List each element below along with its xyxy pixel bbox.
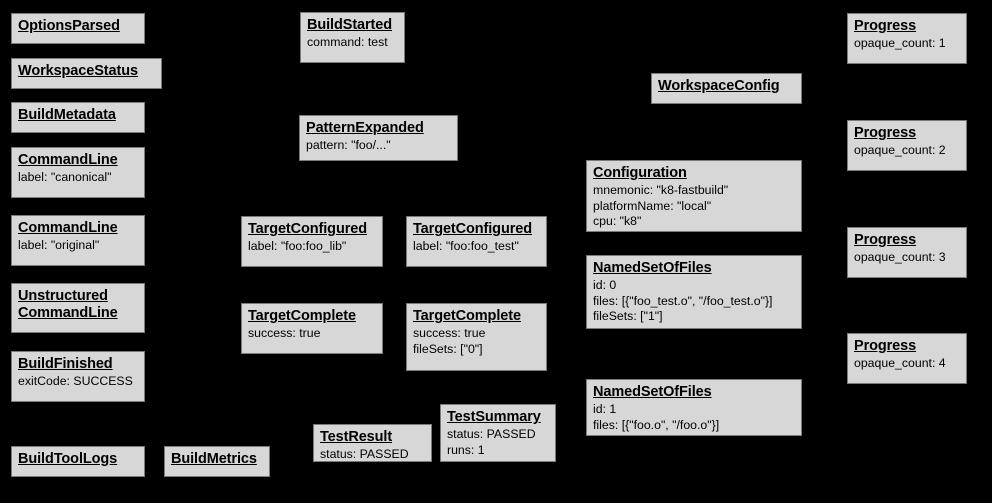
event-node-test-result[interactable]: TestResult status: PASSED [313, 424, 432, 462]
event-node-field: label: "foo:foo_test" [413, 239, 519, 253]
event-node-title: Progress [854, 232, 917, 248]
event-node-fields: label: "canonical" [18, 170, 138, 186]
event-node-command-line-original[interactable]: CommandLine label: "original" [11, 215, 145, 266]
event-node-title: Configuration [593, 165, 687, 181]
event-node-title: TestSummary [447, 409, 541, 425]
event-node-fields: exitCode: SUCCESS [18, 374, 138, 390]
event-node-field: success: true [413, 326, 486, 340]
event-node-fields: command: test [307, 35, 398, 51]
event-node-title: BuildStarted [307, 17, 393, 33]
event-node-title: WorkspaceStatus [18, 63, 138, 79]
event-node-progress-4[interactable]: Progress opaque_count: 4 [847, 333, 967, 384]
event-node-title: OptionsParsed [18, 18, 120, 34]
event-node-fields: opaque_count: 2 [854, 143, 960, 159]
event-node-field: fileSets: ["1"] [593, 309, 663, 323]
event-node-options-parsed[interactable]: OptionsParsed [11, 13, 145, 44]
event-node-field: success: true [248, 326, 321, 340]
event-node-field: mnemonic: "k8-fastbuild" [593, 183, 729, 197]
event-node-progress-2[interactable]: Progress opaque_count: 2 [847, 120, 967, 171]
event-node-field: id: 1 [593, 402, 617, 416]
event-node-title: NamedSetOfFiles [593, 260, 712, 276]
event-node-title: BuildMetrics [171, 451, 257, 467]
event-node-title: PatternExpanded [306, 120, 424, 136]
event-node-title: TargetConfigured [248, 221, 367, 237]
event-node-title: TestResult [320, 429, 393, 445]
event-node-field: opaque_count: 3 [854, 250, 946, 264]
event-node-field: fileSets: ["0"] [413, 341, 483, 356]
event-node-fields: status: PASSED [320, 447, 425, 463]
event-node-pattern-expanded[interactable]: PatternExpanded pattern: "foo/..." [299, 115, 458, 161]
event-node-field: files: [{"foo.o", "/foo.o"}] [593, 417, 720, 432]
event-node-command-line-canonical[interactable]: CommandLine label: "canonical" [11, 147, 145, 198]
event-node-title: Unstructured CommandLine [18, 288, 118, 321]
event-node-title: CommandLine [18, 152, 118, 168]
event-node-fields: label: "foo:foo_lib" [248, 239, 376, 255]
event-node-target-configured-foo-test[interactable]: TargetConfigured label: "foo:foo_test" [406, 216, 547, 267]
event-node-unstructured-command-line[interactable]: Unstructured CommandLine [11, 283, 145, 333]
event-node-field: status: PASSED [447, 427, 536, 441]
event-node-title: BuildFinished [18, 356, 113, 372]
event-node-fields: label: "original" [18, 238, 138, 254]
event-node-field: label: "canonical" [18, 170, 112, 184]
event-node-title: WorkspaceConfig [658, 78, 780, 94]
event-node-title: Progress [854, 125, 917, 141]
event-node-field: status: PASSED [320, 447, 409, 461]
event-node-title: TargetConfigured [413, 221, 532, 237]
event-node-field: opaque_count: 4 [854, 356, 946, 370]
event-node-title: Progress [854, 18, 917, 34]
event-node-fields: success: true [248, 326, 376, 342]
event-node-fields: opaque_count: 1 [854, 36, 960, 52]
event-node-title: TargetComplete [413, 308, 521, 324]
event-node-target-configured-foo-lib[interactable]: TargetConfigured label: "foo:foo_lib" [241, 216, 383, 267]
event-node-field: cpu: "k8" [593, 214, 642, 228]
event-node-field: platformName: "local" [593, 198, 712, 213]
event-node-build-metrics[interactable]: BuildMetrics [164, 446, 270, 477]
event-node-field: label: "foo:foo_lib" [248, 239, 347, 253]
event-node-build-finished[interactable]: BuildFinished exitCode: SUCCESS [11, 351, 145, 402]
event-node-title: NamedSetOfFiles [593, 384, 712, 400]
event-node-fields: mnemonic: "k8-fastbuild"platformName: "l… [593, 183, 795, 230]
event-node-build-tool-logs[interactable]: BuildToolLogs [11, 446, 145, 477]
event-node-field: files: [{"foo_test.o", "/foo_test.o"}] [593, 293, 773, 308]
event-node-workspace-config[interactable]: WorkspaceConfig [651, 73, 802, 104]
event-node-title: Progress [854, 338, 917, 354]
event-node-field: runs: 1 [447, 442, 485, 457]
event-node-field: pattern: "foo/..." [306, 138, 391, 152]
event-node-title: BuildMetadata [18, 107, 116, 123]
event-node-field: command: test [307, 35, 388, 49]
event-node-target-complete-lib[interactable]: TargetComplete success: true [241, 303, 383, 354]
event-node-fields: opaque_count: 4 [854, 356, 960, 372]
event-node-field: exitCode: SUCCESS [18, 374, 133, 388]
event-node-progress-3[interactable]: Progress opaque_count: 3 [847, 227, 967, 278]
event-node-field: label: "original" [18, 238, 100, 252]
event-node-field: opaque_count: 2 [854, 143, 946, 157]
event-node-fields: opaque_count: 3 [854, 250, 960, 266]
event-node-title: BuildToolLogs [18, 451, 118, 467]
event-node-fields: label: "foo:foo_test" [413, 239, 540, 255]
event-node-build-started[interactable]: BuildStarted command: test [300, 12, 405, 63]
event-node-progress-1[interactable]: Progress opaque_count: 1 [847, 13, 967, 64]
event-node-title: CommandLine [18, 220, 118, 236]
event-node-title: TargetComplete [248, 308, 356, 324]
event-node-configuration[interactable]: Configuration mnemonic: "k8-fastbuild"pla… [586, 160, 802, 232]
event-node-build-metadata[interactable]: BuildMetadata [11, 102, 145, 133]
event-node-workspace-status[interactable]: WorkspaceStatus [11, 58, 162, 89]
event-node-field: opaque_count: 1 [854, 36, 946, 50]
event-node-field: id: 0 [593, 278, 617, 292]
event-node-fields: pattern: "foo/..." [306, 138, 451, 154]
